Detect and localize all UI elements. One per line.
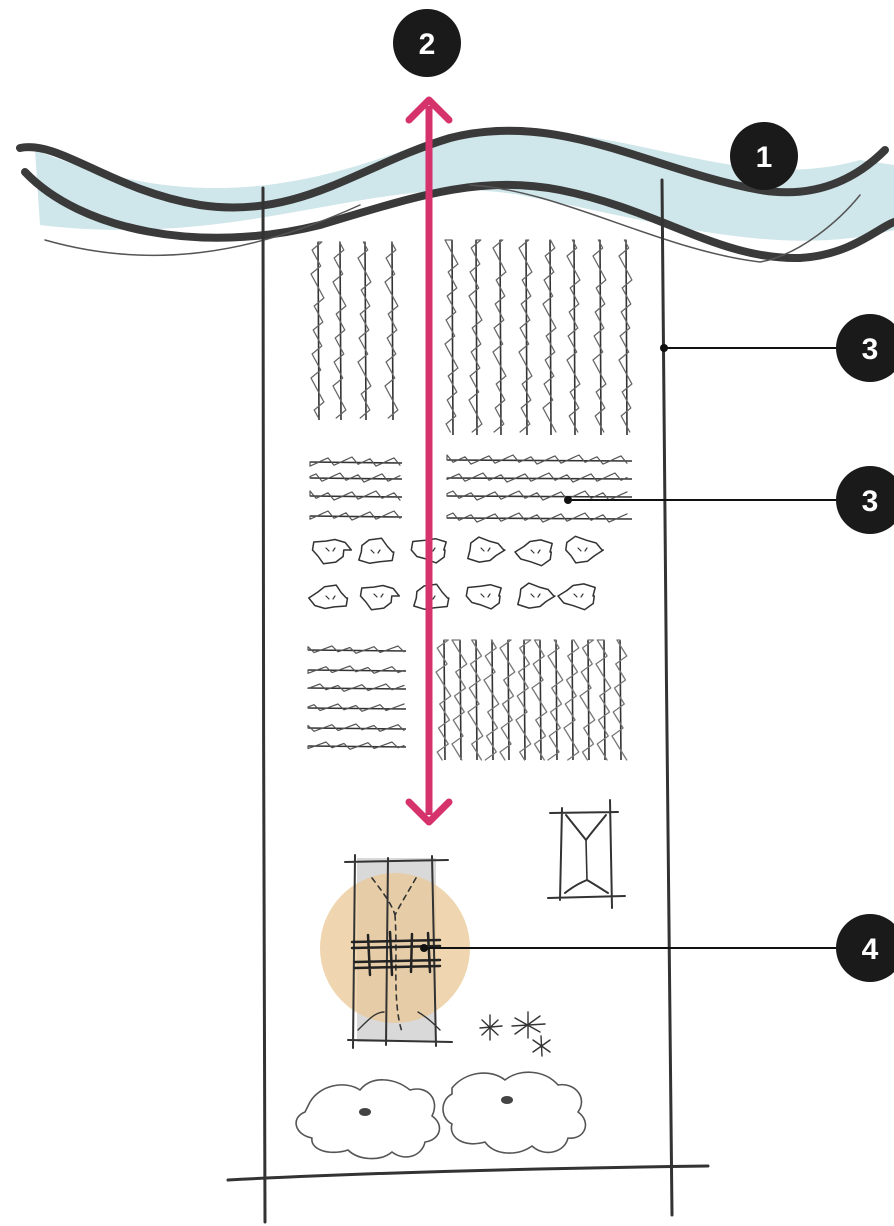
canopy-left-trunk [359,1108,371,1116]
shrub-mark-6 [326,596,335,599]
shrub-3 [468,537,505,562]
badge-2-label: 2 [419,28,436,61]
vrow-b-4 [550,240,551,435]
crop-rows-vertical-c [436,640,627,760]
hrow-c-0-scribble [308,646,404,653]
hrow-c-0 [308,650,406,651]
shrub-mark-7 [374,594,383,597]
vrow-c-11 [620,640,621,760]
crop-rows-horizontal-b [447,455,632,522]
callout-leaders [420,344,838,952]
shrub-mark-11 [574,594,583,597]
badge-4-label: 4 [862,933,879,966]
badge-1-label: 1 [756,141,773,174]
vrow-b-0-scribble [445,240,458,432]
canopy-right [443,1072,585,1153]
hrow-b-2-scribble [447,491,627,500]
vrow-a-1-scribble [333,242,346,418]
shrub-5 [566,536,604,563]
badge-4: 4 [836,914,894,982]
crop-rows-horizontal-c [308,646,406,749]
vrow-a-3-scribble [385,242,398,418]
hrow-c-4-scribble [308,724,404,731]
vrow-b-5-scribble [567,240,580,432]
vrow-b-2 [500,240,501,435]
vrow-c-3 [492,640,493,760]
badge-3a-label: 3 [862,333,879,366]
badge-3-rows: 3 [836,466,894,534]
hrow-b-3-scribble [447,513,627,522]
boundary-left [263,188,265,1222]
shrub-mark-9 [481,594,490,597]
hrow-a-3 [310,516,402,517]
shrub-mark-4 [531,550,540,553]
small-plants [480,1012,550,1056]
badge-2: 2 [393,9,461,77]
shrub-0 [313,540,352,564]
shrub-clusters [309,536,604,609]
setback-arrow [409,100,449,822]
crop-rows-horizontal-a [310,457,402,520]
badge-3-boundary: 3 [836,314,894,382]
crop-rows-vertical-a [311,242,398,420]
vrow-c-0-scribble [436,640,451,760]
crop-rows-vertical-b [445,240,632,435]
tree-canopies [296,1072,585,1158]
plot-boundary [228,180,708,1222]
vrow-b-3 [526,240,527,435]
shrub-mark-1 [371,550,380,553]
vrow-c-7 [556,640,557,760]
badge-3b-label: 3 [862,485,879,518]
shed-structure [548,800,625,908]
shrub-1 [359,538,394,563]
shrub-10 [518,583,555,608]
canopy-right-trunk [501,1096,513,1104]
shrub-6 [309,585,348,608]
badge-1: 1 [730,122,798,190]
boundary-right [662,180,672,1215]
vrow-c-5 [524,640,525,760]
hrow-b-0 [447,460,632,461]
vrow-c-10-scribble [596,640,611,760]
boundary-bottom [228,1166,708,1180]
shrub-mark-3 [481,548,490,551]
vrow-a-2 [365,242,366,420]
hrow-b-1-scribble [447,473,627,482]
vrow-a-0-scribble [311,242,324,418]
shrub-mark-0 [326,548,335,551]
vrow-b-6-scribble [593,240,606,432]
shrub-mark-5 [578,548,587,551]
hrow-a-1 [310,478,402,479]
vrow-b-7-scribble [619,240,632,432]
shrub-7 [361,586,400,610]
tree-feature [320,855,470,1048]
shrub-mark-10 [531,594,540,597]
canopy-left [296,1080,439,1159]
vrow-c-1 [460,640,461,760]
